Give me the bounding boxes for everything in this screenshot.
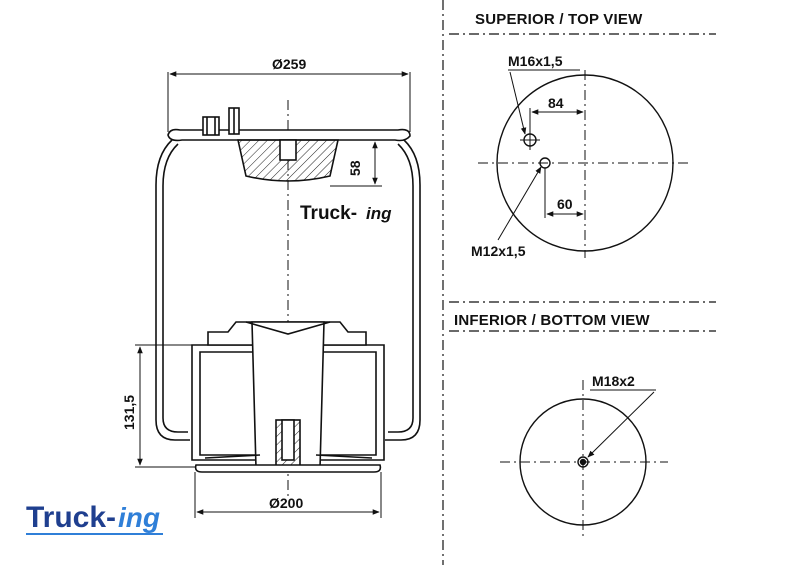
- brand-logo-sub: ing: [118, 502, 160, 533]
- center-bolt-hole: [279, 139, 297, 161]
- bottom-diameter-label: Ø200: [269, 495, 303, 511]
- dim-plate-height: [330, 139, 382, 187]
- top-view-header: SUPERIOR / TOP VIEW: [475, 11, 643, 28]
- top-view-84-label: 84: [548, 95, 564, 111]
- dim-top-diameter: [167, 71, 411, 132]
- top-view-60-label: 60: [557, 196, 573, 212]
- piston-height-label: 131,5: [121, 395, 137, 430]
- piston-cone: [245, 321, 331, 335]
- brand-logo-main: Truck-: [26, 501, 116, 534]
- top-view-m16-label: M16x1,5: [508, 53, 563, 69]
- piston-base: [194, 464, 382, 473]
- stud-left: [202, 116, 220, 136]
- bottom-view-thread: [577, 456, 589, 468]
- watermark-main-text: Truck-: [300, 203, 357, 224]
- bottom-view-header: INFERIOR / BOTTOM VIEW: [454, 312, 650, 329]
- top-view: [478, 69, 692, 258]
- top-view-m12-label: M12x1,5: [471, 243, 526, 259]
- watermark-logo: Truck- ing: [300, 203, 392, 224]
- watermark-sub-text: ing: [366, 204, 392, 223]
- bottom-view-m18-label: M18x2: [592, 373, 635, 389]
- brand-logo: Truck- ing: [26, 501, 163, 535]
- top-diameter-label: Ø259: [272, 56, 306, 72]
- dim-bottom-diameter: [194, 472, 382, 518]
- bellow-outer: [155, 139, 421, 441]
- dim-piston-height: [135, 344, 196, 468]
- side-view: [155, 100, 421, 500]
- stud-right: [228, 107, 240, 135]
- bellow-inner: [162, 143, 414, 433]
- bottom-view: [500, 380, 668, 540]
- plate-height-label: 58: [347, 160, 363, 176]
- piston-base-flare: [204, 454, 373, 459]
- piston-thread-bore: [281, 419, 295, 461]
